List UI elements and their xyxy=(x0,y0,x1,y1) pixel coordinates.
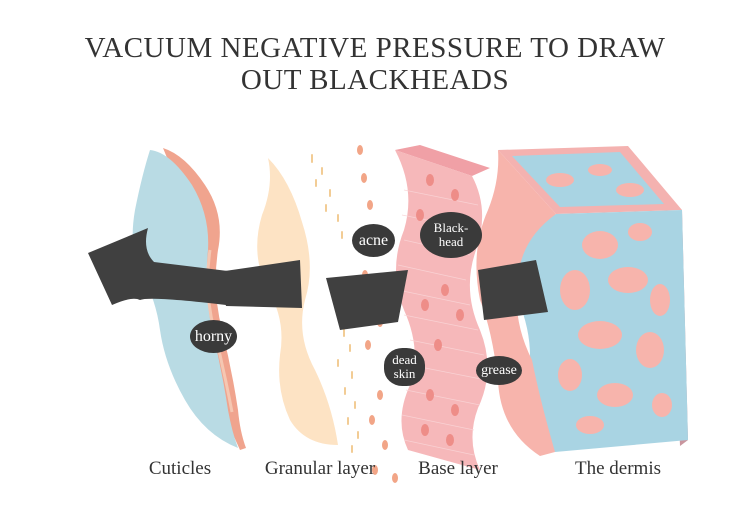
blackhead-label-line-1: Black- xyxy=(433,220,469,235)
vacuum-arrow xyxy=(88,228,548,330)
caption-base-layer: Base layer xyxy=(418,458,498,479)
grease-bubble: grease xyxy=(476,356,522,385)
base-layer-body xyxy=(395,150,488,470)
granular-dashes xyxy=(311,154,359,453)
base-layer xyxy=(395,145,490,470)
blackhead-label-line-2: head xyxy=(438,234,464,249)
dead-skin-bubble: dead skin xyxy=(384,348,425,386)
caption-dermis: The dermis xyxy=(574,458,662,479)
arrow-segment-2 xyxy=(326,270,408,330)
arrow-segment-1 xyxy=(218,260,302,308)
dead-skin-label-line-2: skin xyxy=(393,366,416,381)
base-layer-top xyxy=(395,145,490,176)
horny-bubble: horny xyxy=(190,320,237,353)
acne-label: acne xyxy=(358,231,389,249)
acne-bubble: acne xyxy=(352,224,395,257)
page-title: VACUUM NEGATIVE PRESSURE TO DRAW OUT BLA… xyxy=(0,32,750,96)
title-line-1: VACUUM NEGATIVE PRESSURE TO DRAW xyxy=(84,32,666,64)
caption-granular-layer: Granular layer xyxy=(264,458,376,479)
blackhead-bubble: Black- head xyxy=(420,212,482,258)
title-line-2: OUT BLACKHEADS xyxy=(240,64,510,96)
grease-label: grease xyxy=(481,362,517,378)
arrow-segment-3 xyxy=(478,260,548,320)
dermis-layer xyxy=(476,146,688,456)
arrow-head xyxy=(88,228,236,305)
horny-label: horny xyxy=(194,327,233,345)
caption-cuticles: Cuticles xyxy=(148,458,212,479)
dead-skin-label-line-1: dead xyxy=(392,352,417,367)
